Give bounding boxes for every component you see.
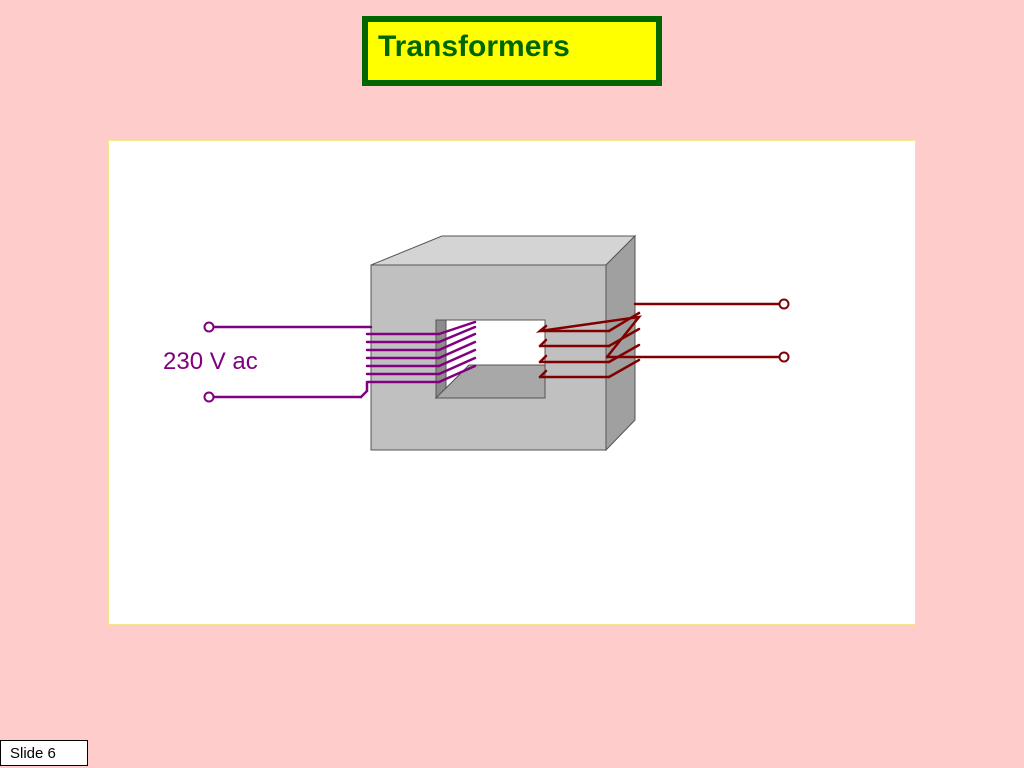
secondary-terminal-top xyxy=(778,298,790,310)
core-top-face xyxy=(370,235,637,266)
primary-winding xyxy=(212,320,477,399)
diagram-panel: 230 V ac xyxy=(108,140,916,625)
core-side-face xyxy=(605,234,636,452)
transformer-diagram: 230 V ac xyxy=(163,234,790,452)
slide-number-label: Slide 6 xyxy=(0,740,88,766)
secondary-terminal-bottom xyxy=(778,351,790,363)
primary-terminal-top xyxy=(203,321,215,333)
slide-title-box: Transformers xyxy=(362,16,662,86)
secondary-winding xyxy=(535,302,781,379)
slide-title: Transformers xyxy=(378,30,570,63)
primary-terminal-bottom xyxy=(203,391,215,403)
primary-voltage-label: 230 V ac xyxy=(163,348,258,375)
